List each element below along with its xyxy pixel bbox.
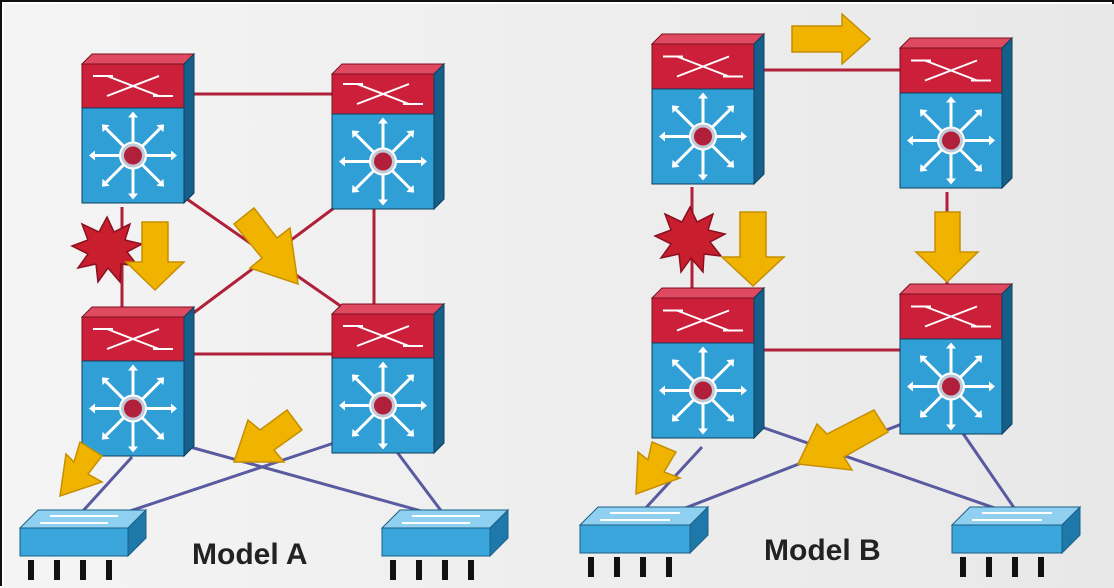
multilayer-switch-icon xyxy=(898,282,1014,436)
traffic-arrow-icon xyxy=(232,206,299,286)
multilayer-switch-icon xyxy=(650,286,766,440)
model-b-label: Model B xyxy=(764,534,881,567)
failure-burst-icon xyxy=(70,215,145,285)
link-b-access-2 xyxy=(746,420,1013,516)
link-a-access-2 xyxy=(171,440,433,516)
multilayer-switch-icon xyxy=(330,62,446,211)
multilayer-switch-icon xyxy=(80,305,196,458)
link-a-access-1 xyxy=(80,455,134,514)
traffic-arrow-icon xyxy=(796,409,890,471)
traffic-arrow-icon xyxy=(720,211,786,288)
traffic-arrows xyxy=(59,12,980,498)
multilayer-switch-icon xyxy=(898,36,1014,190)
traffic-arrow-icon xyxy=(124,221,186,292)
access-switch-icon xyxy=(380,508,510,580)
access-switches xyxy=(18,505,1082,580)
multilayer-switch-icon xyxy=(80,52,196,205)
link-b-access-4 xyxy=(960,431,1019,513)
traffic-arrow-icon xyxy=(791,12,872,66)
link-a-access-3 xyxy=(111,440,338,519)
model-a-label: Model A xyxy=(192,538,308,571)
traffic-arrow-icon xyxy=(914,211,980,284)
traffic-arrow-icon xyxy=(59,440,104,498)
access-switch-icon xyxy=(578,505,710,577)
multilayer-switch-icon xyxy=(650,32,766,186)
traffic-arrow-icon xyxy=(232,408,304,463)
failure-burst-icon xyxy=(653,205,728,275)
access-switch-icon xyxy=(950,505,1082,577)
multilayer-switches xyxy=(80,32,1014,458)
traffic-arrow-icon xyxy=(635,440,683,496)
link-a-access-4 xyxy=(395,451,444,513)
multilayer-switch-icon xyxy=(330,302,446,455)
access-switch-icon xyxy=(18,508,148,580)
